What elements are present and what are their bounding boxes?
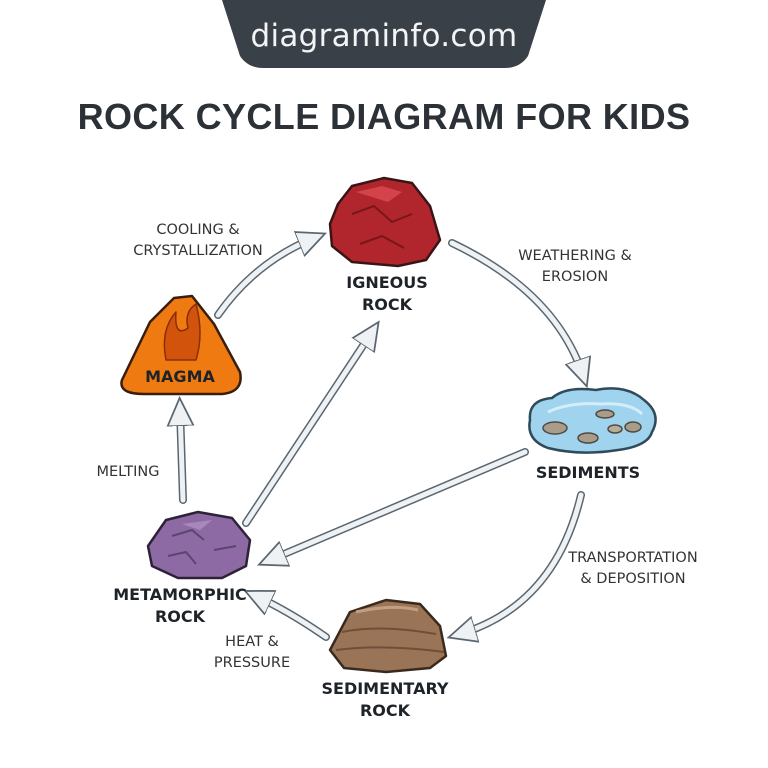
melting-label: MELTING	[96, 464, 160, 480]
sediments-label: SEDIMENTS	[535, 463, 641, 482]
heat-pressure-label: HEAT & PRESSURE	[213, 634, 291, 671]
sedimentary-rock-icon	[328, 598, 448, 674]
magma-label: MAGMA	[145, 367, 215, 386]
transportation-deposition-label: TRANSPORTATION & DEPOSITION	[568, 550, 698, 587]
arrow-cooling	[215, 238, 314, 318]
arrow-weathering	[449, 240, 583, 375]
arrow-melting	[180, 410, 183, 503]
site-banner: diagraminfo.com	[0, 0, 768, 70]
metamorphic-rock-label: METAMORPHIC ROCK	[113, 585, 247, 626]
site-name[interactable]: diagraminfo.com	[250, 18, 518, 54]
arrow-metamorphic-to-igneous	[243, 332, 372, 526]
arrow-heat-pressure	[256, 596, 329, 640]
igneous-rock-label: IGNEOUS ROCK	[346, 273, 428, 314]
magma-icon	[120, 294, 242, 396]
weathering-erosion-label: WEATHERING & EROSION	[518, 248, 632, 285]
banner-shape	[222, 0, 546, 68]
sediments-icon	[528, 387, 657, 454]
arrow-transportation	[460, 492, 584, 634]
metamorphic-rock-icon	[146, 510, 252, 580]
cooling-crystallization-label: COOLING & CRYSTALLIZATION	[133, 222, 263, 259]
page-title: ROCK CYCLE DIAGRAM FOR KIDS	[77, 96, 691, 137]
igneous-rock-icon	[328, 176, 442, 268]
arrow-sediments-to-metamorphic	[270, 449, 528, 560]
sedimentary-rock-label: SEDIMENTARY ROCK	[321, 679, 449, 720]
